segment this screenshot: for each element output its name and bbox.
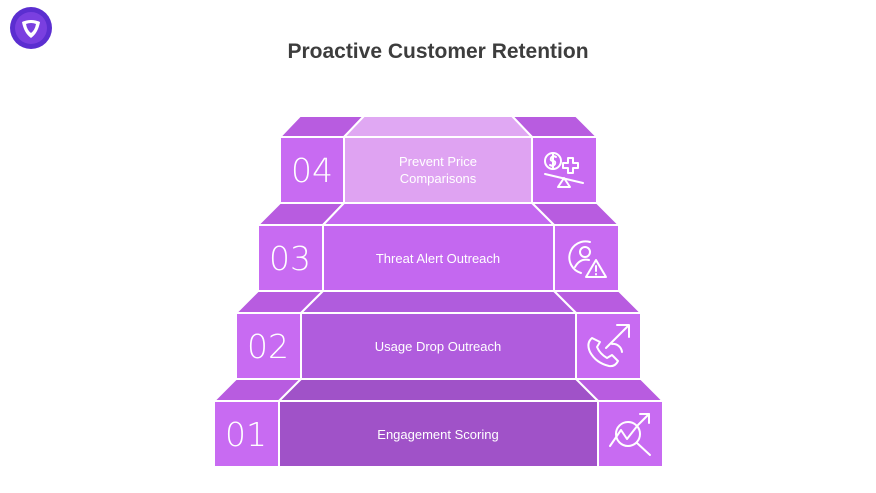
step-02-number: 02 (247, 327, 289, 366)
step-03-icon-block (553, 224, 620, 292)
step-04-icon-block (531, 136, 598, 204)
step-01-number: 01 (225, 415, 267, 454)
phone-outgoing-icon (587, 324, 630, 368)
step-02-label: Usage Drop Outreach (375, 339, 501, 354)
step-04-label-line-2: Comparisons (400, 171, 477, 186)
user-warning-icon (568, 240, 607, 278)
step-04: 04 Prevent Price Comparisons (277, 115, 600, 204)
step-04-front (343, 136, 533, 204)
step-04-number: 04 (291, 151, 333, 190)
step-02-front (300, 312, 577, 380)
step-03-number: 03 (269, 239, 311, 278)
trend-search-icon (609, 413, 651, 456)
price-scale-icon (544, 152, 584, 188)
step-04-tread (341, 115, 535, 138)
step-03-label: Threat Alert Outreach (376, 251, 500, 266)
step-01-label: Engagement Scoring (377, 427, 498, 442)
step-03: 03 Threat Alert Outreach (255, 202, 622, 292)
step-02: 02 Usage Drop Outreach (233, 290, 644, 380)
step-01-front (278, 400, 599, 468)
step-03-front (322, 224, 555, 292)
step-02-tread (298, 290, 579, 314)
brand-logo-icon (10, 7, 52, 49)
step-01: 01 Engagement Scoring (211, 378, 666, 468)
step-03-number-block (257, 224, 324, 292)
page-title: Proactive Customer Retention (287, 40, 589, 63)
step-04-label-line-1: Prevent Price (399, 154, 477, 169)
step-01-tread (276, 378, 601, 402)
step-03-tread (320, 202, 557, 226)
